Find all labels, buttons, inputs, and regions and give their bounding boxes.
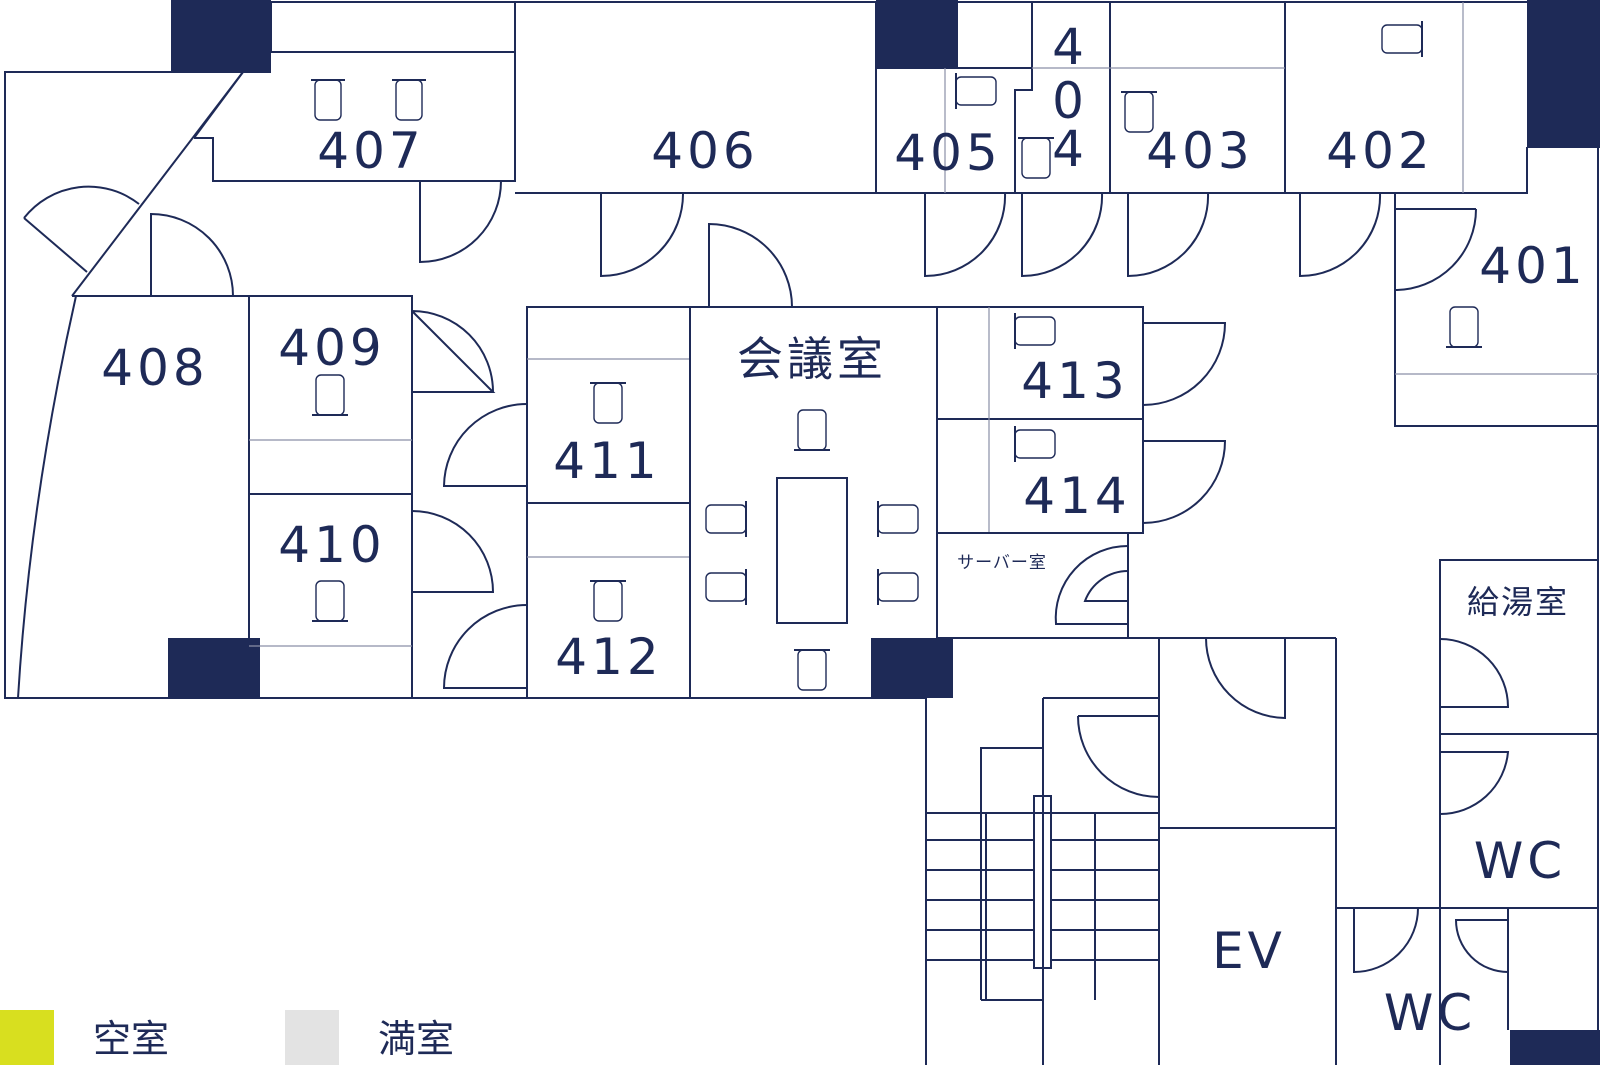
door-403[interactable] [1127, 192, 1210, 278]
chair-icon [1014, 426, 1056, 462]
room-410-label[interactable]: 410 [278, 516, 385, 574]
legend-vacant-label: 空室 [93, 1017, 169, 1061]
room-405-label[interactable]: 405 [894, 124, 1001, 182]
room-403-label[interactable]: 403 [1146, 122, 1253, 180]
meeting-table [776, 477, 848, 624]
room-412-label[interactable]: 412 [555, 628, 662, 686]
door-414[interactable] [1142, 440, 1227, 524]
curved-wall [17, 295, 77, 699]
column [1510, 1030, 1600, 1065]
room-411-label[interactable]: 411 [553, 432, 660, 490]
door-404[interactable] [1021, 192, 1104, 278]
door-412[interactable] [442, 604, 528, 689]
ev-label: EV [1212, 922, 1286, 980]
stair-rail [1033, 795, 1052, 969]
room-414-label[interactable]: 414 [1023, 467, 1130, 525]
chair-icon [877, 569, 919, 605]
room-404-label-1[interactable]: 4 [1052, 18, 1088, 76]
chair-icon [705, 501, 747, 537]
wc-2-label: WC [1384, 984, 1476, 1042]
chair-icon [955, 73, 997, 109]
chair-icon [794, 649, 830, 691]
room-405-wall [876, 68, 1033, 194]
legend-occupied-label: 満室 [378, 1017, 454, 1061]
meeting-room-label[interactable]: 会議室 [737, 332, 887, 386]
chair-icon [1018, 137, 1054, 179]
room-407-label[interactable]: 407 [317, 122, 424, 180]
wall [193, 71, 244, 139]
door-wc2a[interactable] [1353, 907, 1419, 974]
door-409[interactable] [411, 310, 496, 393]
door-407[interactable] [419, 180, 502, 264]
chairs [311, 21, 1482, 691]
wc-1-label: WC [1474, 832, 1566, 890]
chair-icon [590, 580, 626, 622]
column [871, 638, 953, 698]
room-401-wall [1394, 193, 1598, 427]
chair-icon [794, 409, 830, 451]
chair-icon [877, 501, 919, 537]
room-404-label-2[interactable]: 0 [1052, 72, 1088, 130]
door-401[interactable] [1394, 208, 1477, 291]
door-kitchen[interactable] [1439, 638, 1510, 708]
chair-icon [705, 569, 747, 605]
outer-wall [4, 71, 927, 1065]
door-405[interactable] [924, 192, 1007, 278]
room-406-label[interactable]: 406 [651, 122, 758, 180]
door-413[interactable] [1142, 322, 1227, 406]
room-409-wall [249, 295, 413, 698]
door-411[interactable] [442, 403, 528, 487]
door-stair[interactable] [1077, 715, 1160, 798]
column [168, 638, 260, 698]
column [171, 0, 271, 73]
door-meeting[interactable] [708, 222, 793, 308]
door-408[interactable] [150, 212, 234, 297]
door-ev-hall[interactable] [1205, 637, 1286, 720]
door-server[interactable] [1054, 544, 1129, 625]
chair-icon [590, 382, 626, 424]
legend-occupied-swatch [285, 1010, 339, 1065]
chair-icon [1446, 306, 1482, 348]
wall [270, 2, 515, 53]
chair-icon [392, 79, 426, 121]
door-410[interactable] [411, 510, 495, 593]
chair-icon [312, 580, 348, 622]
wc-wall [1335, 907, 1509, 1065]
room-407-wall [194, 2, 516, 182]
stair-steps [926, 813, 1159, 1000]
chair-icon [1014, 313, 1056, 349]
chair-icon [1381, 21, 1423, 57]
room-404-label-3[interactable]: 4 [1052, 120, 1088, 178]
room-408-label[interactable]: 408 [101, 339, 208, 397]
column [876, 0, 958, 68]
door-wc2b[interactable] [1454, 919, 1509, 973]
kitchen-wall [1439, 559, 1598, 1065]
door-406[interactable] [600, 192, 685, 278]
room-401-label[interactable]: 401 [1479, 237, 1586, 295]
chair-icon [312, 374, 348, 416]
room-413-label[interactable]: 413 [1021, 352, 1128, 410]
column [1527, 0, 1600, 147]
room-402-wall [1285, 147, 1528, 194]
door-wc1[interactable] [1439, 751, 1510, 816]
chair-icon [311, 79, 345, 121]
doors[interactable] [23, 180, 1510, 974]
chair-icon [1121, 91, 1157, 133]
room-402-label[interactable]: 402 [1326, 122, 1433, 180]
server-room-label: サーバー室 [957, 553, 1047, 573]
kitchen-label: 給湯室 [1467, 583, 1569, 621]
door-402[interactable] [1299, 192, 1382, 278]
door-entrance[interactable] [23, 185, 140, 273]
stair-wall [980, 747, 1043, 1000]
room-409-label[interactable]: 409 [278, 319, 385, 377]
server-room-wall [937, 532, 1129, 638]
legend-vacant-swatch [0, 1010, 54, 1065]
